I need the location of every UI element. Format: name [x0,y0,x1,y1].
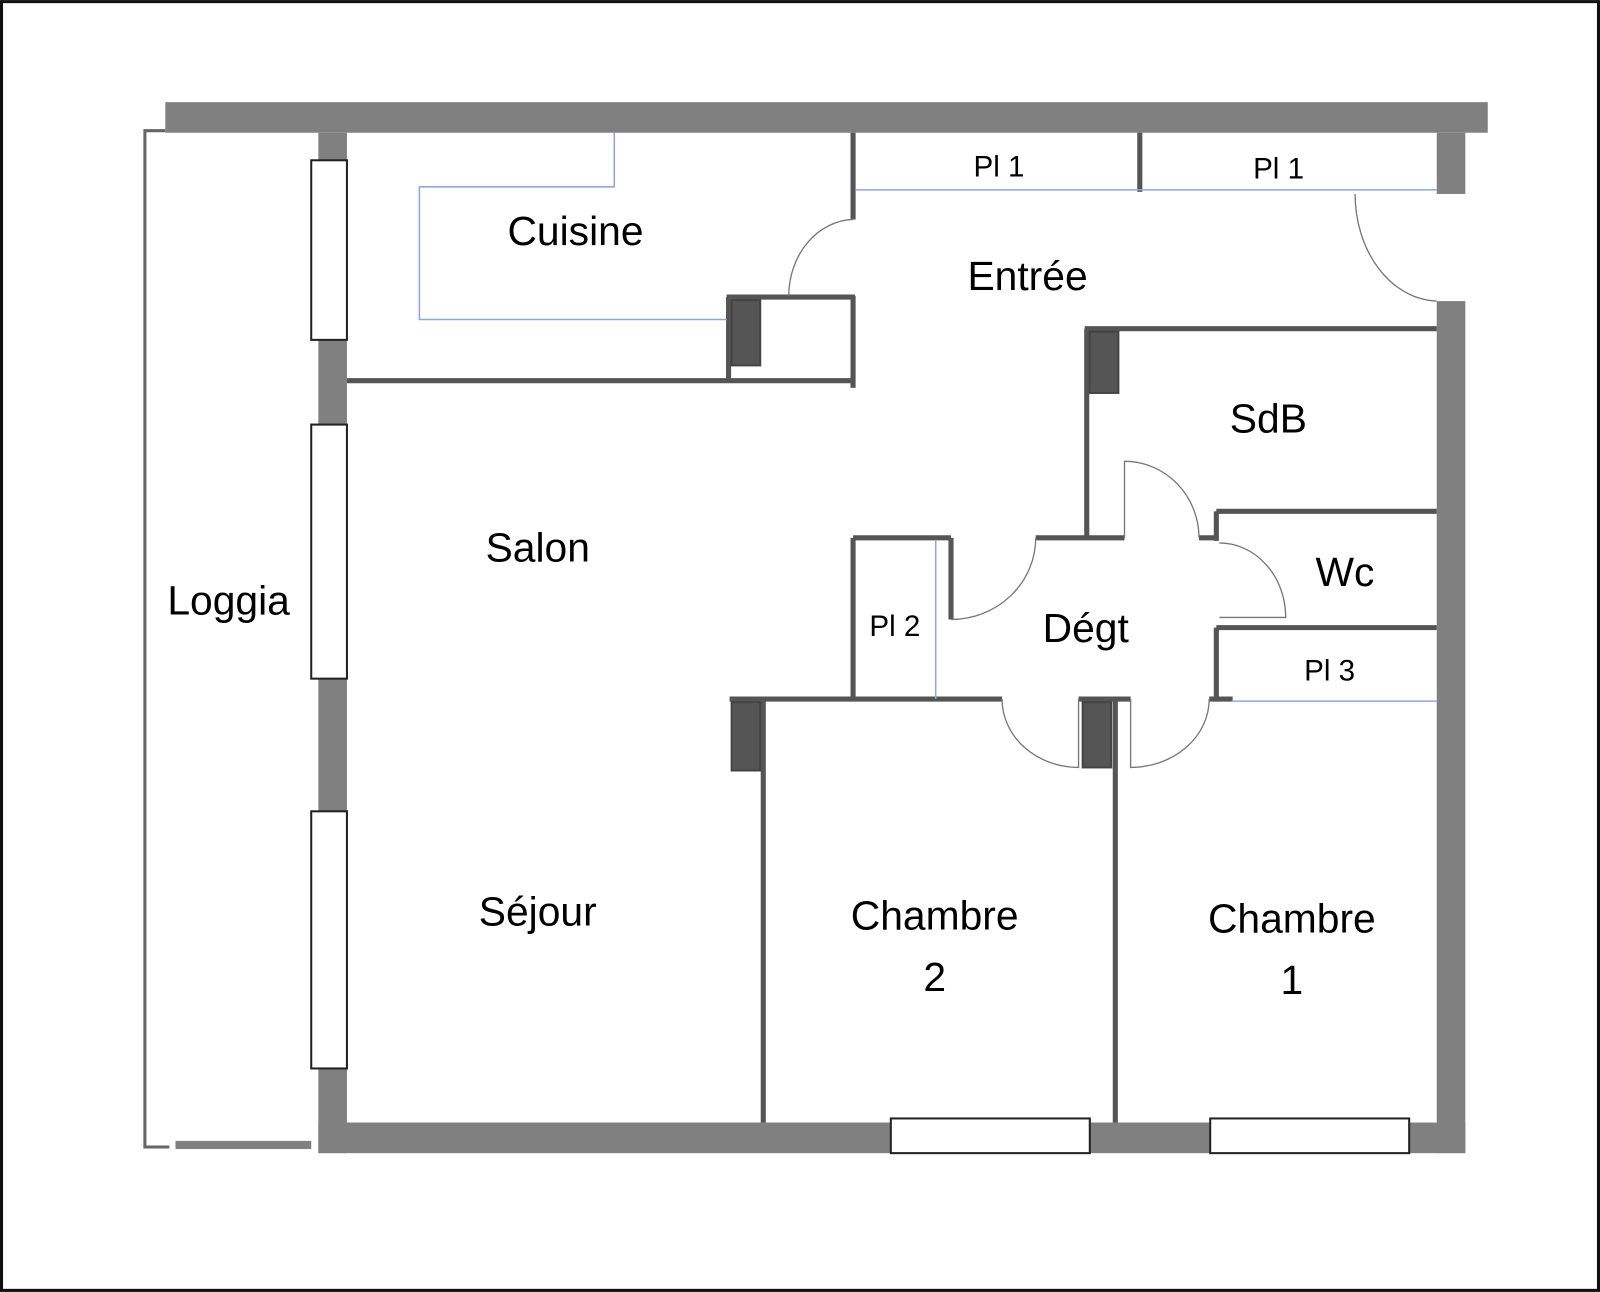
window [889,1117,1091,1155]
interior-walls [346,132,1437,1123]
door-swings [788,193,1437,769]
label-pl1: Pl 1 [1253,153,1304,186]
loggia-outline [143,129,312,1150]
door-kitchen [788,218,854,297]
windows [310,159,1411,1155]
door-sdb [1123,460,1200,538]
label-chambre2-number: 2 [923,954,946,1000]
room-labels: Cuisine Entrée Pl 1 Pl 1 SdB Wc Salon Lo… [167,151,1375,1003]
door-chambre2 [1001,699,1080,769]
door-pl2 [951,537,1037,621]
label-chambre1: Chambre [1208,896,1376,942]
window [1209,1117,1411,1155]
label-cuisine: Cuisine [507,208,643,254]
label-entree: Entrée [967,253,1087,299]
label-degt: Dégt [1043,605,1130,651]
door-chambre1 [1129,699,1210,769]
window [310,810,348,1070]
label-salon: Salon [486,524,590,570]
label-pl2: Pl 2 [869,610,920,643]
label-sejour: Séjour [479,889,597,935]
closet-lines [418,132,1437,702]
label-pl3: Pl 3 [1304,655,1355,688]
label-pl1: Pl 1 [973,151,1024,184]
window [310,159,348,341]
shafts [730,299,1120,772]
door-entrance [1354,193,1437,302]
label-wc: Wc [1315,549,1374,595]
label-sdb: SdB [1230,396,1307,442]
label-chambre2: Chambre [851,893,1019,939]
label-loggia: Loggia [167,577,290,623]
label-chambre1-number: 1 [1280,957,1303,1003]
door-wc [1219,542,1287,619]
window [310,423,348,680]
